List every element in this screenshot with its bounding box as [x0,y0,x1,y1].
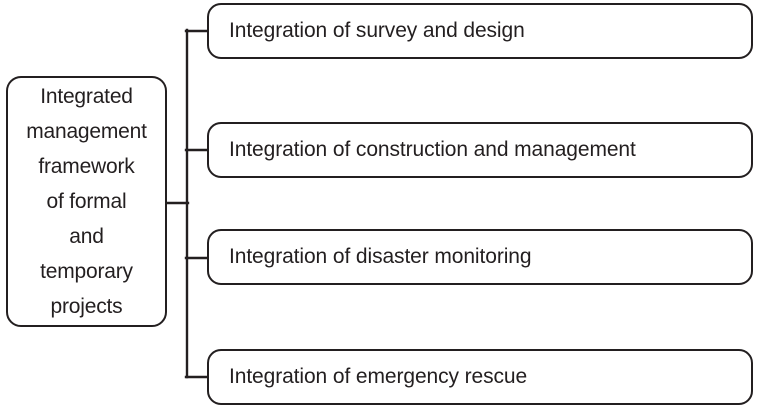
branch-node-label: Integration of emergency rescue [229,365,528,388]
branch-node-disaster-monitoring[interactable]: Integration of disaster monitoring [207,229,753,285]
branch-node-construction-and-management[interactable]: Integration of construction and manageme… [207,122,753,178]
root-node[interactable]: Integrated management framework of forma… [6,76,167,327]
root-node-label: Integrated management framework of forma… [26,85,147,318]
branch-node-label: Integration of disaster monitoring [229,245,532,268]
branch-node-survey-and-design[interactable]: Integration of survey and design [207,3,753,59]
branch-node-emergency-rescue[interactable]: Integration of emergency rescue [207,349,753,405]
branch-node-label: Integration of survey and design [229,19,525,42]
branch-node-label: Integration of construction and manageme… [229,138,636,161]
